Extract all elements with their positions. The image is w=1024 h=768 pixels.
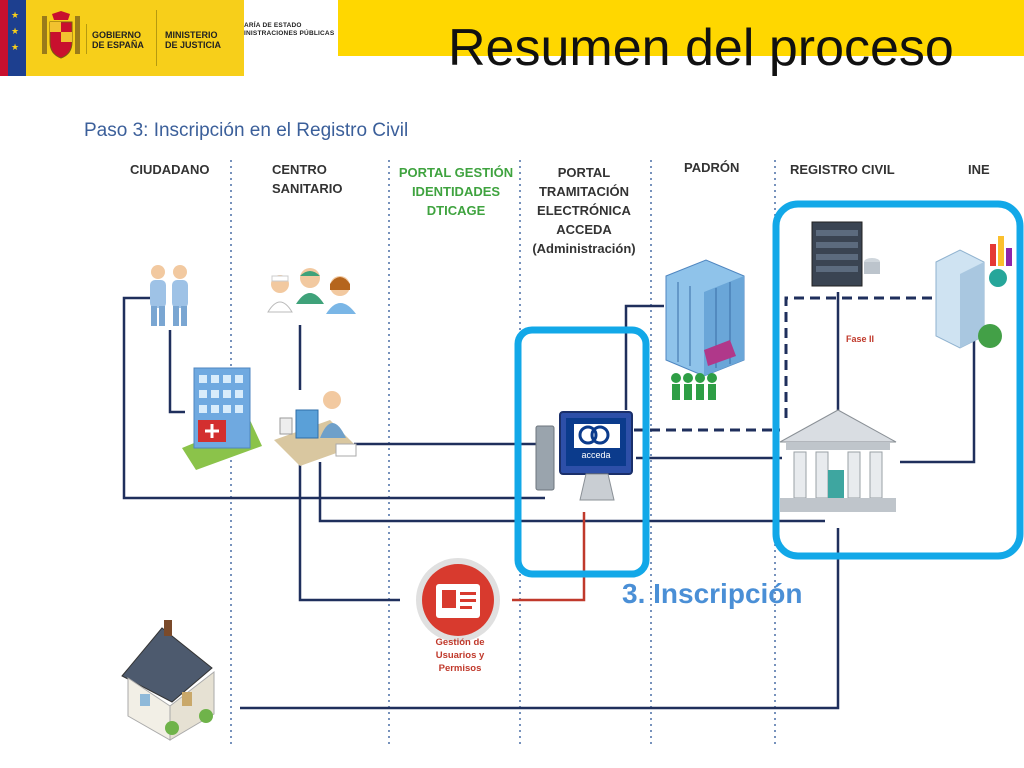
fase-label: Fase II	[846, 334, 875, 344]
connector-lines	[122, 292, 976, 710]
server-icon	[811, 221, 880, 287]
user-management-label-line: Usuarios y	[435, 650, 485, 661]
column-label-line: SANITARIO	[272, 181, 343, 196]
header-divider	[156, 10, 157, 66]
column-centro-sanitario: CENTRO SANITARIO	[272, 160, 343, 198]
hospital-icon	[182, 367, 262, 470]
secretaria-name-line: INISTRACIONES PÚBLICAS	[244, 30, 335, 37]
registro-highlight-box	[772, 200, 1024, 560]
medical-staff-icon	[267, 268, 356, 314]
org-name-line: DE ESPAÑA	[92, 40, 144, 50]
house-icon	[121, 620, 215, 741]
column-label-line: PORTAL GESTIÓN	[398, 165, 514, 180]
column-label-line: ELECTRÓNICA	[537, 203, 631, 218]
column-label-line: CENTRO	[272, 162, 327, 177]
acceda-highlight-box	[514, 326, 650, 578]
citizens-icon	[150, 265, 188, 326]
eu-flag: ★ ★ ★	[8, 0, 26, 76]
header-white-tab	[244, 0, 338, 58]
ine-building-icon	[935, 236, 1012, 349]
star-icon: ★	[11, 26, 20, 36]
page-title: Resumen del proceso	[448, 19, 954, 77]
coat-of-arms-icon	[42, 11, 80, 59]
ministry-name-line: DE JUSTICIA	[165, 40, 222, 50]
ministry-name-line: MINISTERIO	[165, 30, 218, 40]
star-icon: ★	[11, 10, 20, 20]
padron-building-icon	[665, 259, 745, 400]
inscripcion-label: 3. Inscripción	[622, 578, 803, 609]
connector-line	[624, 304, 664, 410]
column-label-line: DTICAGE	[426, 203, 486, 218]
user-management-label-line: Permisos	[438, 663, 482, 674]
acceda-logo-text: acceda	[581, 450, 610, 460]
column-padron: PADRÓN	[684, 160, 740, 175]
user-management-label: Gestión de Usuarios y Permisos	[418, 636, 502, 675]
header-divider	[86, 24, 87, 54]
user-management-icon	[416, 558, 500, 642]
step-subtitle: Paso 3: Inscripción en el Registro Civil	[84, 120, 409, 141]
dashed-connector	[784, 296, 935, 418]
connector-line	[168, 330, 185, 414]
acceda-computer-icon: acceda	[535, 411, 633, 501]
star-icon: ★	[11, 42, 20, 52]
office-worker-icon	[274, 391, 357, 466]
column-ine: INE	[968, 162, 990, 177]
connector-line	[318, 462, 825, 523]
column-label-line: IDENTIDADES	[411, 184, 501, 199]
dashed-connectors	[634, 296, 935, 432]
connector-line	[240, 528, 840, 710]
column-portal-gestion: PORTAL GESTIÓN IDENTIDADES DTICAGE	[396, 163, 516, 220]
header-yellow-band	[338, 0, 1024, 56]
column-label-line: TRAMITACIÓN	[538, 184, 630, 199]
red-connector	[512, 512, 586, 602]
secretaria-name-line: ARÍA DE ESTADO	[244, 22, 302, 29]
user-management-label-line: Gestión de	[435, 637, 485, 648]
connector-line	[122, 296, 545, 500]
org-name: GOBIERNO DE ESPAÑA	[92, 30, 144, 50]
column-label-line: PORTAL	[557, 165, 611, 180]
logo-block	[0, 0, 244, 76]
secretaria-name: ARÍA DE ESTADO INISTRACIONES PÚBLICAS	[244, 22, 334, 38]
connector-line	[298, 462, 400, 602]
org-name-line: GOBIERNO	[92, 30, 142, 40]
column-portal-tramitacion: PORTAL TRAMITACIÓN ELECTRÓNICA ACCEDA (A…	[522, 163, 646, 258]
column-registro-civil: REGISTRO CIVIL	[790, 162, 895, 177]
column-label-line: ACCEDA	[556, 222, 612, 237]
column-label-line: (Administración)	[532, 241, 636, 256]
connector-line	[900, 338, 976, 464]
ministry-name: MINISTERIO DE JUSTICIA	[165, 30, 221, 50]
column-ciudadano: CIUDADANO	[130, 162, 210, 177]
registro-civil-building-icon	[779, 409, 897, 512]
